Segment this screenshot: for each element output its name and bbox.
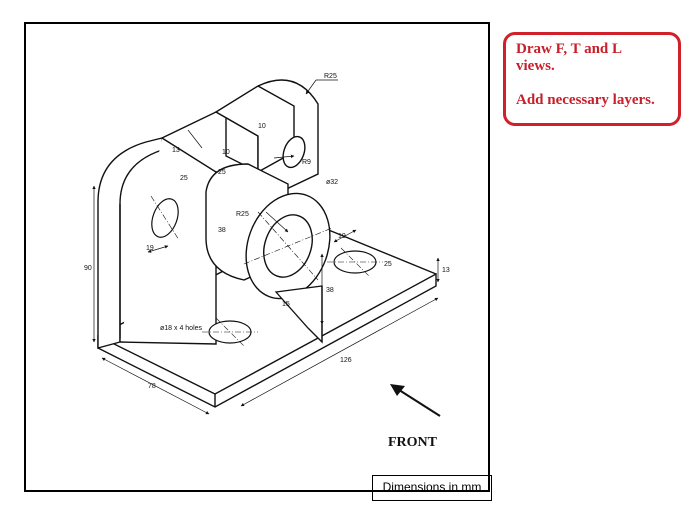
dim-r25-cyl: R25 bbox=[236, 211, 249, 218]
note-line-2: views. bbox=[516, 58, 555, 74]
dim-15: 15 bbox=[282, 301, 290, 308]
isometric-drawing: R25 10 10 R9 13 25 25 ø32 R25 38 19 19 2… bbox=[84, 73, 450, 417]
dim-38-rib: 38 bbox=[326, 287, 334, 294]
dim-78: 78 bbox=[148, 383, 156, 390]
main-cylinder bbox=[205, 163, 333, 300]
support-rib bbox=[274, 285, 323, 344]
dim-126: 126 bbox=[340, 357, 352, 364]
note-line-3: Add necessary layers. bbox=[516, 92, 655, 108]
drawing-sheet: R25 10 10 R9 13 25 25 ø32 R25 38 19 19 2… bbox=[24, 22, 492, 501]
instruction-note: Draw F, T and L views. Add necessary lay… bbox=[503, 32, 681, 126]
base-holes bbox=[202, 247, 383, 347]
dim-13-base: 13 bbox=[442, 267, 450, 274]
dimension-lines bbox=[92, 79, 440, 415]
dim-13-top: 13 bbox=[172, 147, 180, 154]
dim-10-a: 10 bbox=[258, 123, 266, 130]
upright-hole bbox=[150, 195, 180, 241]
dim-dia32: ø32 bbox=[326, 179, 338, 186]
units-box: Dimensions in mm bbox=[372, 475, 492, 501]
dim-holes: ø18 x 4 holes bbox=[160, 325, 203, 332]
front-arrow-icon bbox=[390, 384, 441, 417]
dim-19-left: 19 bbox=[146, 245, 154, 252]
dim-25-upper: 25 bbox=[180, 175, 188, 182]
dimension-labels: R25 10 10 R9 13 25 25 ø32 R25 38 19 19 2… bbox=[84, 73, 450, 390]
dim-19-right: 19 bbox=[338, 233, 346, 240]
dim-r25-top: R25 bbox=[324, 73, 337, 80]
note-line-1: Draw F, T and L bbox=[516, 41, 623, 57]
dim-10-b: 10 bbox=[222, 149, 230, 156]
front-label: FRONT bbox=[388, 435, 437, 450]
top-boss bbox=[214, 79, 319, 195]
dim-90: 90 bbox=[84, 265, 92, 272]
dim-25-right: 25 bbox=[384, 261, 392, 268]
dim-25-mid: 25 bbox=[218, 169, 226, 176]
dim-r9: R9 bbox=[302, 159, 311, 166]
dim-38-cyl: 38 bbox=[218, 227, 226, 234]
